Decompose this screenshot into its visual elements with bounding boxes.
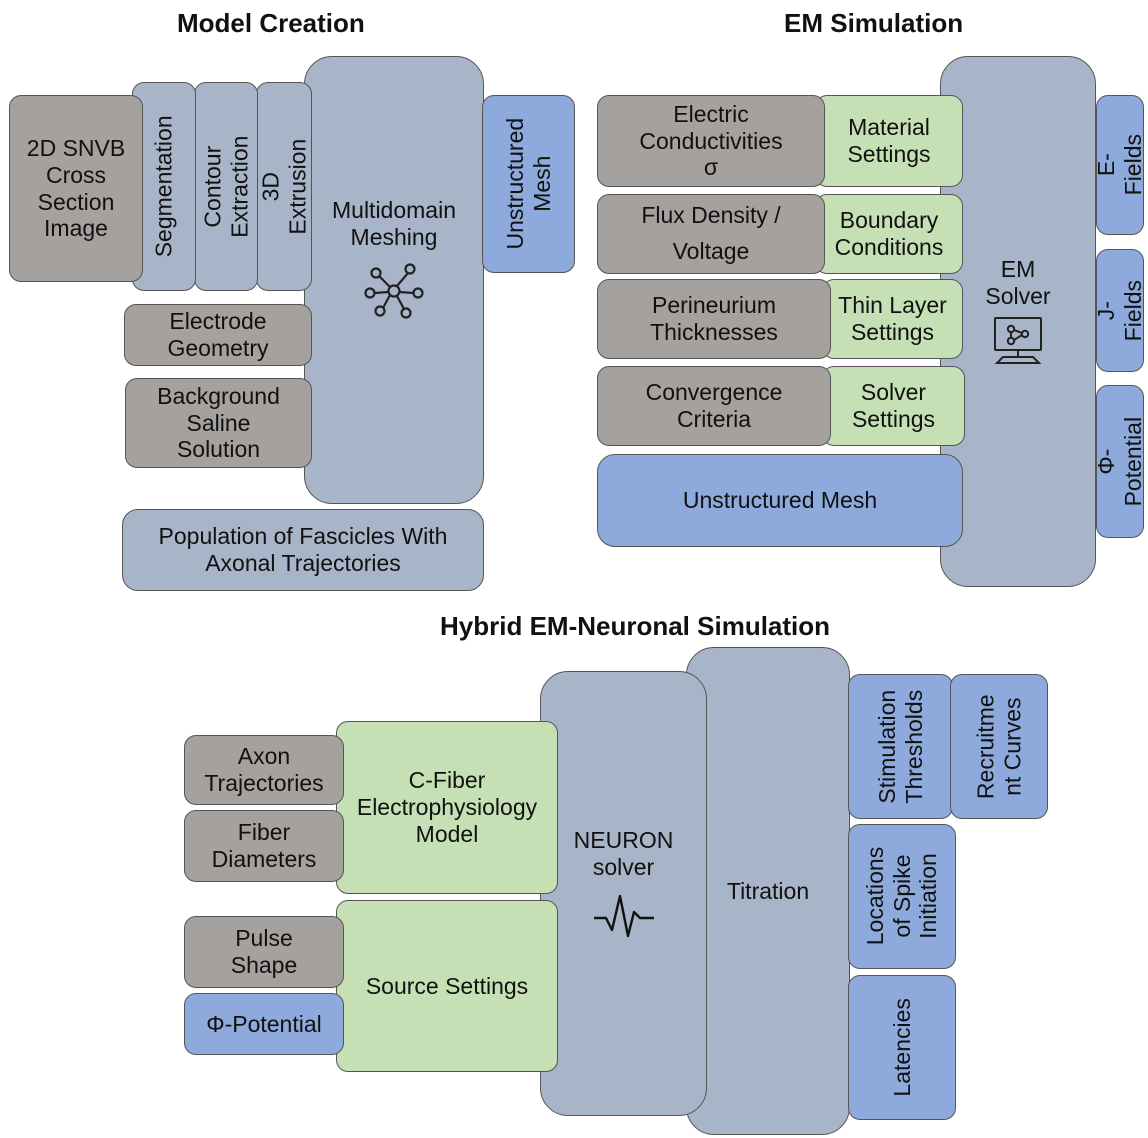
model-creation-title: Model Creation xyxy=(177,8,365,38)
unstructured-mesh-output: Unstructured Mesh xyxy=(482,95,575,273)
background-saline-box: Background Saline Solution xyxy=(125,378,312,468)
phi-potential-input: Φ-Potential xyxy=(184,993,344,1055)
material-settings-box: Material Settings xyxy=(815,95,963,187)
neuron-solver-label: NEURON solver xyxy=(573,826,674,880)
fascicle-population-box: Population of Fascicles With Axonal Traj… xyxy=(122,509,484,591)
flux-density-box: Flux Density / Voltage xyxy=(597,194,825,274)
waveform-icon xyxy=(593,894,654,938)
spike-initiation-output: Locations of Spike Initiation xyxy=(848,824,956,969)
em-simulation-title: EM Simulation xyxy=(784,8,964,38)
neuron-solver-box: NEURON solver xyxy=(540,671,707,1116)
snvb-image-label: 2D SNVB Cross Section Image xyxy=(26,135,126,242)
source-settings-box: Source Settings xyxy=(336,900,558,1072)
boundary-conditions-label: Boundary Conditions xyxy=(834,207,944,260)
solver-settings-box: Solver Settings xyxy=(822,366,965,446)
phi-potential-output-label: Φ-Potential xyxy=(1093,416,1147,507)
latencies-output: Latencies xyxy=(848,975,956,1120)
j-fields-output: J-Fields xyxy=(1093,249,1146,372)
pulse-shape-label: Pulse Shape xyxy=(230,925,298,978)
fiber-diameters-label: Fiber Diameters xyxy=(211,819,317,872)
axon-trajectories-box: Axon Trajectories xyxy=(184,735,344,805)
phi-potential-input-label: Φ-Potential xyxy=(206,1010,322,1037)
stimulation-thresholds-label: Stimulation Thresholds xyxy=(873,689,927,804)
latencies-label: Latencies xyxy=(888,998,915,1097)
unstructured-mesh-input-label: Unstructured Mesh xyxy=(682,487,878,514)
convergence-criteria-box: Convergence Criteria xyxy=(597,366,831,446)
phi-potential-output: Φ-Potential xyxy=(1093,385,1147,538)
e-fields-output: E-Fields xyxy=(1093,95,1147,235)
convergence-criteria-label: Convergence Criteria xyxy=(645,379,783,432)
unstructured-mesh-output-label: Unstructured Mesh xyxy=(501,118,555,250)
fiber-diameters-box: Fiber Diameters xyxy=(184,810,344,882)
stimulation-thresholds-output: Stimulation Thresholds xyxy=(848,674,953,819)
titration-label: Titration xyxy=(726,877,810,904)
network-icon xyxy=(364,263,424,319)
unstructured-mesh-input: Unstructured Mesh xyxy=(597,454,963,547)
electric-conductivities-label: Electric Conductivities σ xyxy=(639,100,783,181)
spike-initiation-label: Locations of Spike Initiation xyxy=(861,847,942,946)
perineurium-thickness-label: Perineurium Thicknesses xyxy=(650,292,778,345)
thin-layer-settings-box: Thin Layer Settings xyxy=(822,279,963,359)
e-fields-label: E-Fields xyxy=(1093,134,1147,196)
boundary-conditions-box: Boundary Conditions xyxy=(815,194,963,274)
electric-conductivities-box: Electric Conductivities σ xyxy=(597,95,825,187)
extrusion-box: 3D Extrusion xyxy=(256,82,312,291)
c-fiber-model-label: C-Fiber Electrophysiology Model xyxy=(356,767,538,847)
axon-trajectories-label: Axon Trajectories xyxy=(204,743,324,796)
electrode-geometry-label: Electrode Geometry xyxy=(167,308,269,361)
em-solver-box: EM Solver xyxy=(940,56,1096,587)
c-fiber-model-box: C-Fiber Electrophysiology Model xyxy=(336,721,558,894)
source-settings-label: Source Settings xyxy=(365,972,529,999)
recruitment-curves-output: Recruitme nt Curves xyxy=(950,674,1048,819)
pulse-shape-box: Pulse Shape xyxy=(184,916,344,988)
em-solver-label: EM Solver xyxy=(985,255,1051,309)
background-saline-label: Background Saline Solution xyxy=(157,382,280,463)
multidomain-meshing-box: Multidomain Meshing xyxy=(304,56,484,504)
segmentation-label: Segmentation xyxy=(150,115,177,258)
snvb-image-box: 2D SNVB Cross Section Image xyxy=(9,95,143,282)
hybrid-simulation-title: Hybrid EM-Neuronal Simulation xyxy=(440,611,831,641)
perineurium-thickness-box: Perineurium Thicknesses xyxy=(597,279,831,359)
solver-settings-label: Solver Settings xyxy=(851,379,936,432)
material-settings-label: Material Settings xyxy=(847,114,931,167)
recruitment-curves-label: Recruitme nt Curves xyxy=(972,694,1025,799)
fascicle-population-label: Population of Fascicles With Axonal Traj… xyxy=(158,523,448,576)
flux-density-label: Flux Density / Voltage xyxy=(641,202,781,264)
electrode-geometry-box: Electrode Geometry xyxy=(124,304,312,366)
titration-box: Titration xyxy=(686,647,850,1135)
thin-layer-settings-label: Thin Layer Settings xyxy=(838,292,947,345)
computer-network-icon xyxy=(994,317,1042,365)
multidomain-meshing-label: Multidomain Meshing xyxy=(332,197,456,250)
j-fields-label: J-Fields xyxy=(1093,279,1146,342)
